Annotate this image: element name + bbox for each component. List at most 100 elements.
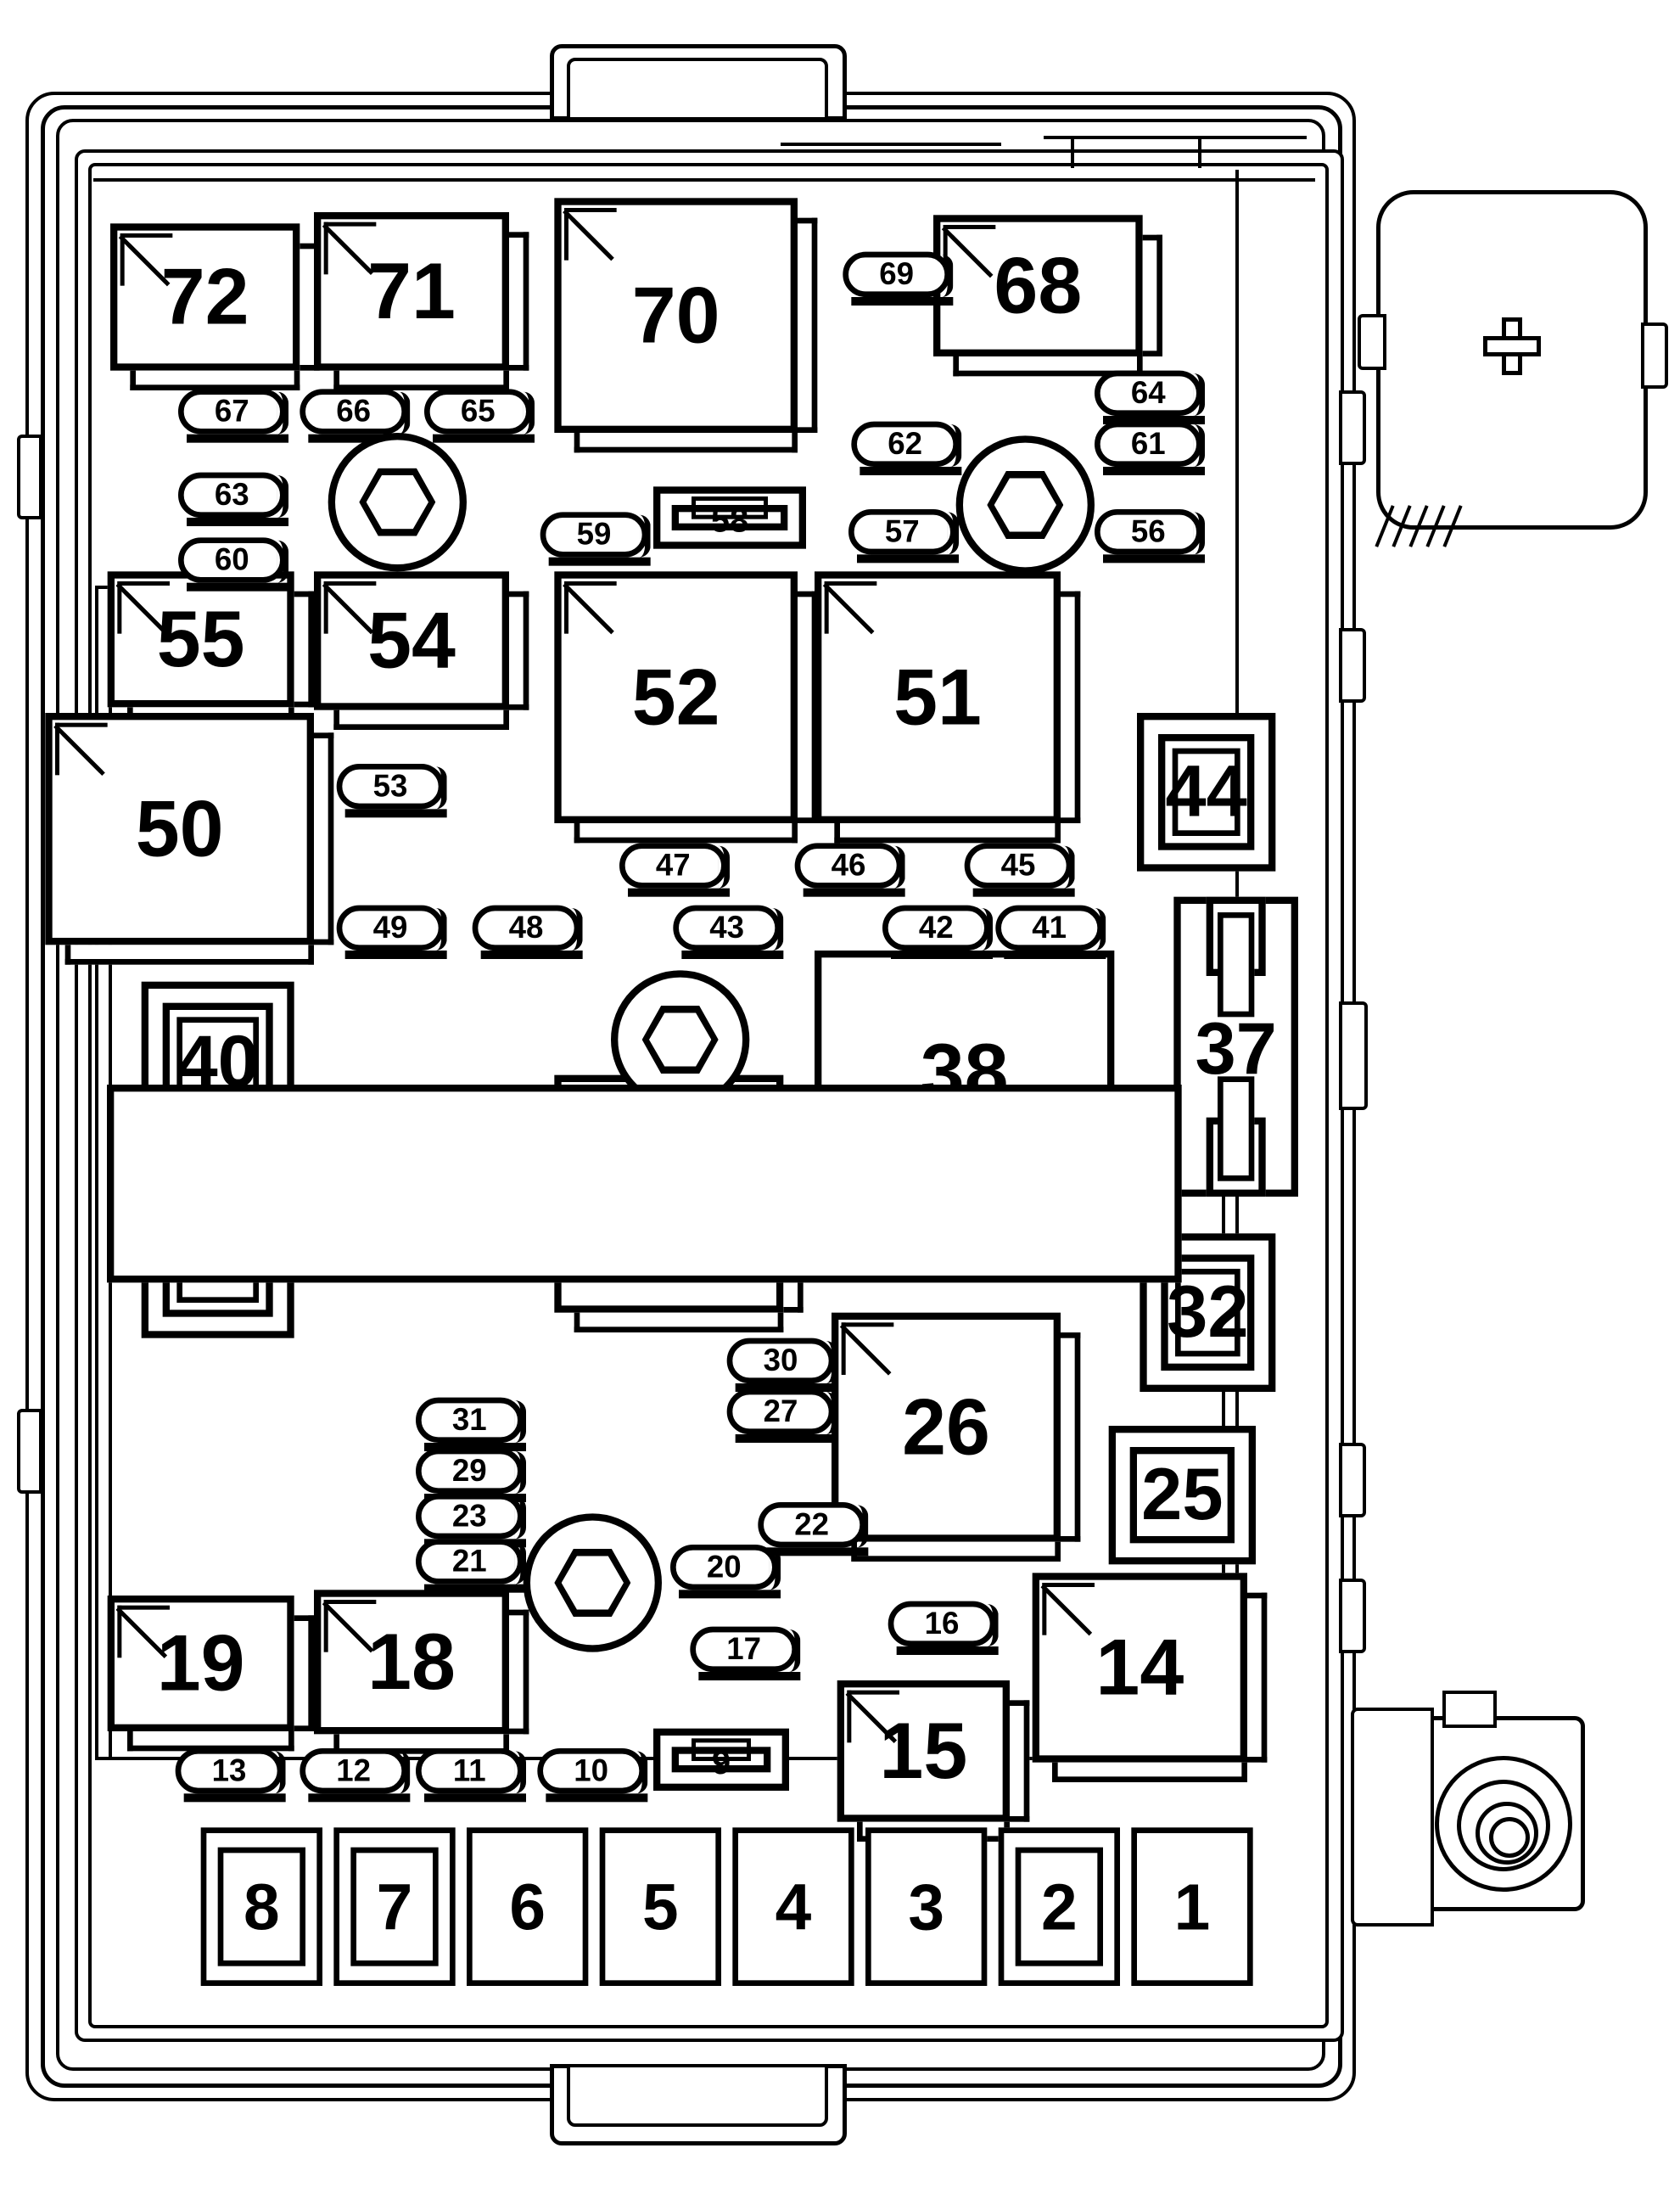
- fuse-62[interactable]: 62: [851, 421, 970, 475]
- fuse-43[interactable]: 43: [673, 905, 792, 959]
- fuse-22[interactable]: 22: [758, 1502, 876, 1556]
- fuse-label-22: 22: [794, 1506, 830, 1542]
- bottom-slot-2[interactable]: 2: [998, 1827, 1120, 1986]
- relay-bottom-52: [574, 823, 798, 844]
- fuse-shadow-11: [424, 1793, 526, 1803]
- fuse-30[interactable]: 30: [726, 1338, 846, 1392]
- fuse-56[interactable]: 56: [1095, 509, 1213, 564]
- fuse-60[interactable]: 60: [178, 537, 297, 592]
- fuse-label-20: 20: [706, 1549, 742, 1584]
- relay-14[interactable]: 14: [1032, 1573, 1268, 1782]
- fuse-label-21: 21: [451, 1543, 487, 1579]
- fuse-9[interactable]: 9: [653, 1728, 789, 1791]
- bottom-slot-1[interactable]: 1: [1131, 1827, 1253, 1986]
- fuse-61[interactable]: 61: [1095, 421, 1213, 475]
- fuse-cap-23: 23: [416, 1494, 524, 1540]
- relay-chamfer-72: [120, 233, 173, 286]
- fuse-58[interactable]: 58: [653, 486, 806, 549]
- fuse-46[interactable]: 46: [794, 843, 914, 897]
- relay-18[interactable]: 18: [314, 1590, 529, 1754]
- relay-chamfer-71: [323, 222, 377, 275]
- fuse-21[interactable]: 21: [416, 1539, 535, 1593]
- fuse-17[interactable]: 17: [690, 1626, 809, 1680]
- fuse-label-30: 30: [763, 1342, 798, 1378]
- relay-52[interactable]: 52: [554, 571, 818, 844]
- fuse-cap-46: 46: [794, 843, 903, 889]
- fuse-13[interactable]: 13: [175, 1748, 294, 1803]
- relay-chamfer-68: [943, 225, 996, 278]
- fuse-48[interactable]: 48: [472, 905, 591, 959]
- relay-54[interactable]: 54: [314, 571, 529, 730]
- fuse-cap-16: 16: [888, 1601, 996, 1646]
- fuse-label-58: 58: [710, 502, 749, 541]
- fuse-tab-63: [277, 475, 288, 518]
- relay-72[interactable]: 72: [110, 223, 320, 390]
- fusebox-44[interactable]: 44: [1137, 713, 1276, 872]
- fuse-cap-11: 11: [416, 1748, 524, 1794]
- fuse-card-slot-9: [692, 1738, 751, 1761]
- bottom-slot-8[interactable]: 8: [200, 1827, 322, 1986]
- fuse-49[interactable]: 49: [336, 905, 456, 959]
- fuse-20[interactable]: 20: [670, 1545, 789, 1599]
- fuse-31[interactable]: 31: [416, 1397, 535, 1451]
- relay-side-54: [509, 591, 529, 710]
- fuse-label-13: 13: [211, 1753, 247, 1788]
- relay-70[interactable]: 70: [554, 198, 818, 453]
- bottom-slot-5[interactable]: 5: [599, 1827, 721, 1986]
- fuse-label-46: 46: [831, 847, 866, 883]
- fuse-tab-61: [1194, 424, 1205, 467]
- fuse-66[interactable]: 66: [300, 389, 418, 443]
- fuse-shadow-30: [735, 1383, 837, 1392]
- relay-26[interactable]: 26: [832, 1312, 1081, 1562]
- fuse-tab-43: [772, 908, 784, 951]
- fuse-27[interactable]: 27: [726, 1388, 846, 1443]
- relay-15[interactable]: 15: [837, 1680, 1030, 1842]
- bottom-slot-3[interactable]: 3: [865, 1827, 988, 1986]
- fuse-shadow-41: [1004, 951, 1106, 959]
- fuse-59[interactable]: 59: [540, 512, 659, 566]
- bottom-slot-4[interactable]: 4: [732, 1827, 854, 1986]
- plus-icon: [1483, 317, 1541, 376]
- bottom-slot-label-3: 3: [908, 1870, 944, 1943]
- fusebox-25[interactable]: 25: [1108, 1426, 1256, 1565]
- fuse-67[interactable]: 67: [178, 389, 297, 443]
- fuse-11[interactable]: 11: [416, 1748, 535, 1803]
- fuse-16[interactable]: 16: [888, 1601, 1007, 1655]
- fuse-53[interactable]: 53: [336, 764, 456, 818]
- fuse-69[interactable]: 69: [843, 251, 961, 306]
- fuse-12[interactable]: 12: [300, 1748, 418, 1803]
- relay-face-26: 26: [832, 1312, 1061, 1542]
- relay-label-51: 51: [893, 652, 982, 742]
- fuse-57[interactable]: 57: [848, 509, 967, 564]
- relay-71[interactable]: 71: [314, 212, 529, 390]
- fuse-42[interactable]: 42: [882, 905, 1001, 959]
- battery-stud-terminal[interactable]: [1419, 1716, 1585, 1911]
- fuse-64[interactable]: 64: [1095, 370, 1213, 424]
- fuse-10[interactable]: 10: [537, 1748, 656, 1803]
- relay-side-26: [1061, 1332, 1081, 1542]
- positive-terminal-cover[interactable]: [1376, 190, 1648, 530]
- relay-68[interactable]: 68: [933, 215, 1162, 377]
- bottom-slot-6[interactable]: 6: [467, 1827, 589, 1986]
- top-rail-div-1: [1071, 139, 1074, 168]
- relay-50[interactable]: 50: [45, 713, 334, 965]
- fuse-65[interactable]: 65: [424, 389, 543, 443]
- fuse-tab-60: [277, 540, 288, 583]
- bottom-slot-7[interactable]: 7: [333, 1827, 456, 1986]
- housing-latch-right-5: [1339, 1579, 1366, 1653]
- bolt-upper-right-icon: [955, 435, 1095, 575]
- fuse-45[interactable]: 45: [964, 843, 1084, 897]
- relay-19[interactable]: 19: [107, 1596, 314, 1752]
- fuse-37[interactable]: 37: [1173, 896, 1298, 1197]
- fuse-label-12: 12: [336, 1753, 372, 1788]
- fuse-63[interactable]: 63: [178, 472, 297, 526]
- relay-face-52: 52: [554, 571, 798, 823]
- housing-latch-left-2: [17, 1409, 42, 1494]
- fuse-47[interactable]: 47: [619, 843, 738, 897]
- relay-side-19: [294, 1615, 314, 1731]
- fusebox-ring-44: [1158, 734, 1255, 850]
- fuse-shadow-27: [735, 1434, 837, 1443]
- relay-51[interactable]: 51: [815, 571, 1081, 844]
- fuse-41[interactable]: 41: [995, 905, 1114, 959]
- housing-latch-right-3: [1339, 1001, 1368, 1110]
